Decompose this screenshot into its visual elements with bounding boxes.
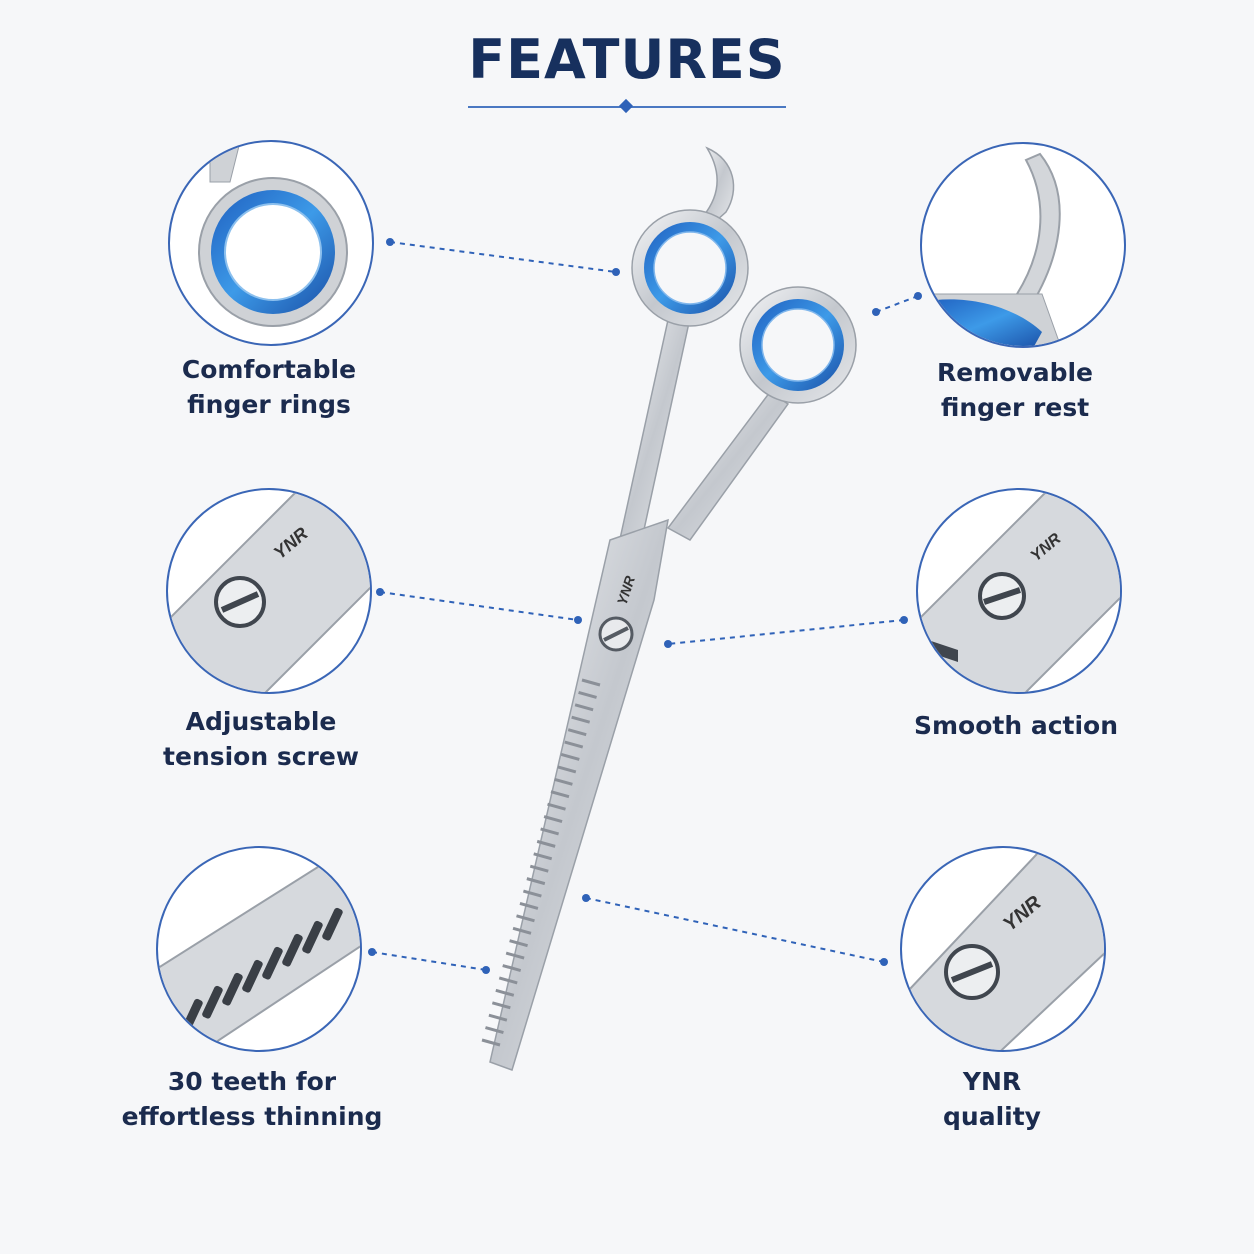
- feature-text-line: finger rings: [187, 390, 351, 419]
- teeth-slot: [242, 959, 263, 993]
- feature-circle-finger-rest: [920, 142, 1126, 348]
- blade-tooth: [571, 715, 591, 724]
- teeth-slot: [182, 998, 203, 1032]
- blade-tooth: [581, 678, 601, 687]
- blade-tooth: [578, 690, 597, 699]
- blade-tooth: [502, 964, 522, 972]
- feature-text-line: effortless thinning: [121, 1102, 383, 1131]
- blade-tooth: [536, 839, 556, 848]
- feature-label-quality: YNR quality: [880, 1064, 1104, 1134]
- blade-tooth: [509, 939, 528, 948]
- blade-tooth: [557, 765, 577, 774]
- feature-label-tension-screw: Adjustable tension screw: [130, 704, 392, 774]
- feature-circle-tension-screw: YNR: [166, 488, 372, 694]
- blade-tooth: [505, 951, 525, 960]
- teeth-slot: [262, 946, 283, 980]
- blade-tooth: [498, 976, 518, 985]
- connector-line-screw: [379, 591, 579, 621]
- teeth-slot: [322, 907, 343, 941]
- blade-teeth: [481, 678, 601, 1047]
- feature-label-finger-rings: Comfortable finger rings: [140, 352, 398, 422]
- blade-tooth: [526, 877, 546, 886]
- teeth-slot: [282, 933, 303, 967]
- feature-circle-finger-rings: [168, 140, 374, 346]
- blade-tooth: [533, 852, 553, 861]
- feature-circle-quality: YNR: [900, 846, 1106, 1052]
- blade-tooth: [491, 1001, 511, 1010]
- teeth-slot: [222, 972, 243, 1006]
- teeth-slot: [202, 985, 223, 1019]
- feature-text-line: Smooth action: [913, 711, 1119, 740]
- feature-label-smooth-action: Smooth action: [896, 708, 1136, 743]
- feature-circle-smooth-action: YNR: [916, 488, 1122, 694]
- blade-tooth: [485, 1026, 504, 1035]
- blade-tooth: [495, 988, 515, 997]
- feature-text-line: Adjustable: [185, 707, 337, 736]
- page-title: FEATURES: [468, 28, 786, 91]
- feature-text-line: 30 teeth for: [167, 1067, 337, 1096]
- feature-text-line: quality: [943, 1102, 1041, 1131]
- feature-text-line: YNR: [962, 1067, 1022, 1096]
- blade-tooth: [554, 777, 573, 786]
- connector-line-rest: [875, 295, 919, 313]
- blade-tooth: [488, 1013, 508, 1022]
- blade-tooth: [550, 790, 570, 799]
- blade-tooth: [529, 864, 549, 873]
- feature-text-line: Comfortable: [181, 355, 357, 384]
- blade-tooth: [564, 740, 584, 749]
- feature-text-line: tension screw: [163, 742, 359, 771]
- feature-circle-teeth: [156, 846, 362, 1052]
- connector-line-quality: [585, 897, 885, 963]
- feature-label-finger-rest: Removable finger rest: [890, 355, 1140, 425]
- blade-tooth: [543, 815, 563, 823]
- blade-tooth: [481, 1038, 501, 1047]
- thinning-blade: [489, 518, 669, 1071]
- connector-line-rings: [389, 241, 617, 273]
- blade-tooth: [574, 703, 594, 712]
- teeth-slot: [302, 920, 323, 954]
- feature-label-teeth: 30 teeth for effortless thinning: [120, 1064, 384, 1134]
- blade-tooth: [540, 827, 560, 836]
- blade-tooth: [547, 802, 566, 811]
- blade-tooth: [560, 753, 580, 761]
- feature-text-line: finger rest: [940, 393, 1090, 422]
- blade-tooth: [567, 728, 587, 737]
- blade-tooth: [519, 902, 539, 910]
- blade-tooth: [512, 926, 532, 935]
- feature-text-line: Removable: [936, 358, 1094, 387]
- blade-tooth: [516, 914, 535, 923]
- teeth-slots: [182, 907, 343, 1032]
- blade-tooth: [522, 889, 542, 898]
- lower-shank: [666, 390, 790, 541]
